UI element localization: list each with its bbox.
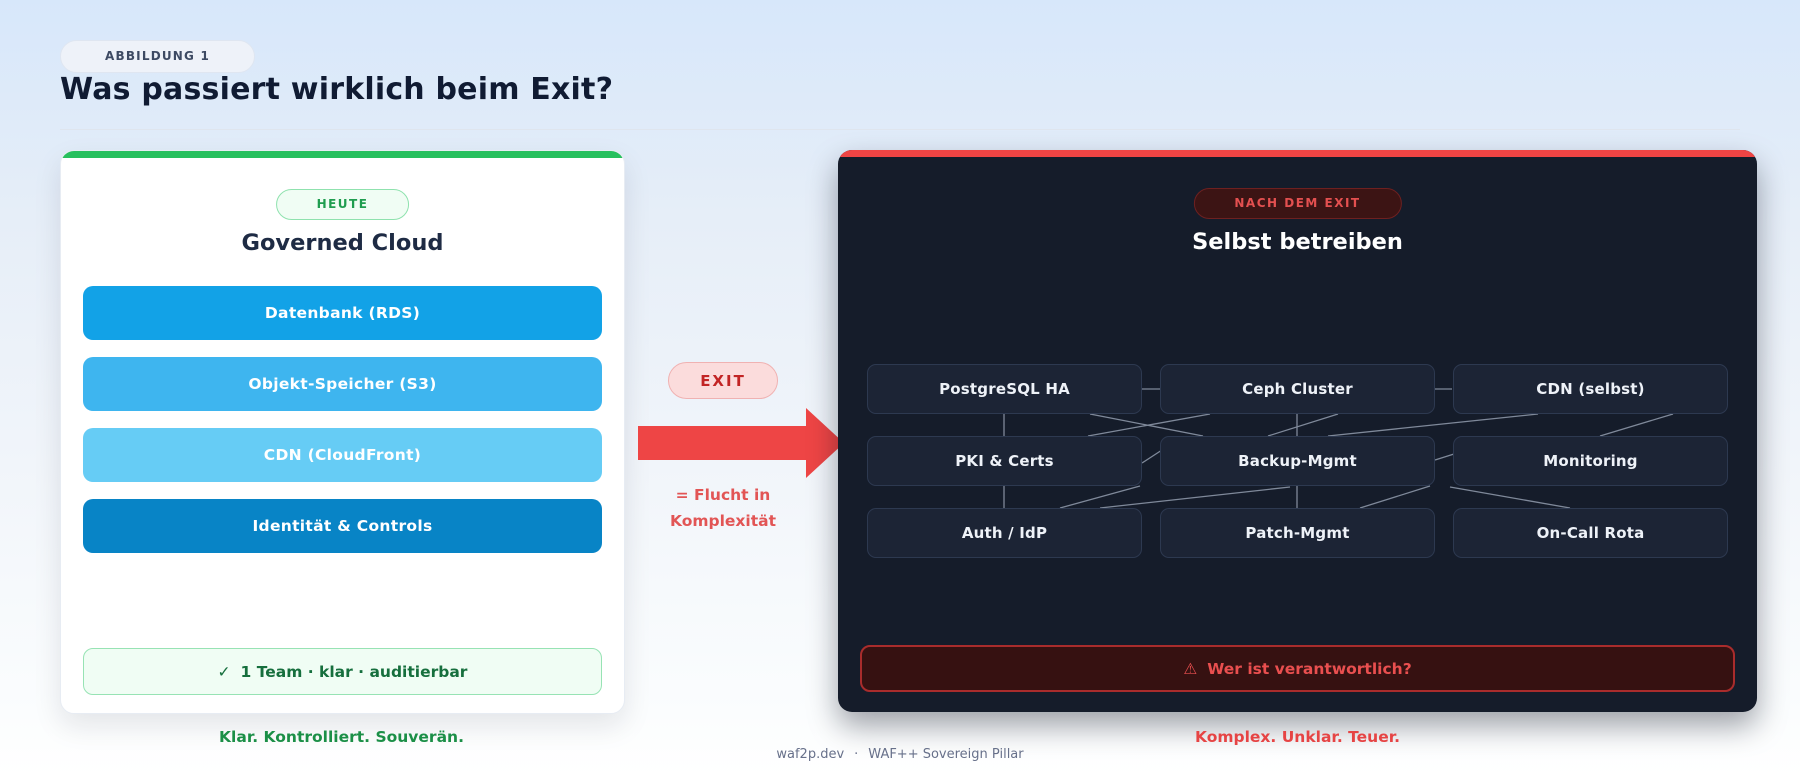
responsibility-warning-text: Wer ist verantwortlich? [1207, 659, 1412, 678]
warning-icon: ⚠ [1183, 659, 1198, 678]
right-caption: Komplex. Unklar. Teuer. [1194, 728, 1401, 746]
service-stack: Datenbank (RDS) Objekt-Speicher (S3) CDN… [83, 286, 602, 553]
component-cdn-selbst: CDN (selbst) [1453, 364, 1728, 414]
component-auth: Auth / IdP [867, 508, 1142, 558]
left-accent-bar [61, 151, 624, 158]
check-icon: ✓ [217, 662, 231, 681]
left-caption: Klar. Kontrolliert. Souverän. [219, 728, 464, 746]
left-panel-title: Governed Cloud [241, 230, 444, 256]
footer-separator: · [854, 747, 859, 762]
service-box-datenbank: Datenbank (RDS) [83, 286, 602, 340]
responsibility-warning-box: ⚠ Wer ist verantwortlich? [860, 645, 1735, 692]
component-monitoring: Monitoring [1453, 436, 1728, 486]
component-ceph: Ceph Cluster [1160, 364, 1435, 414]
transition-caption-line1: = Flucht in [675, 486, 771, 504]
component-backup: Backup-Mgmt [1160, 436, 1435, 486]
exit-badge: EXIT [668, 362, 778, 399]
connector-lines [1003, 388, 1674, 509]
team-summary-box: ✓ 1 Team · klar · auditierbar [83, 648, 602, 695]
team-summary-text: 1 Team · klar · auditierbar [240, 662, 468, 681]
component-patch: Patch-Mgmt [1160, 508, 1435, 558]
footer-product: WAF++ Sovereign Pillar [868, 747, 1024, 762]
footer-site: waf2p.dev [776, 747, 845, 762]
exit-arrow-shaft [638, 426, 808, 460]
component-oncall: On-Call Rota [1453, 508, 1728, 558]
transition-caption-line2: Komplexität [669, 512, 777, 530]
component-pki: PKI & Certs [867, 436, 1142, 486]
right-accent-bar [838, 150, 1757, 157]
service-box-identitaet: Identität & Controls [83, 499, 602, 553]
heute-badge: HEUTE [275, 189, 410, 220]
component-grid: PostgreSQL HA Ceph Cluster CDN (selbst) … [867, 364, 1728, 558]
right-panel-title: Selbst betreiben [1192, 229, 1403, 255]
figure-label-badge: ABBILDUNG 1 [60, 40, 256, 73]
self-hosted-panel: NACH DEM EXIT Selbst betreiben PostgreSQ… [838, 150, 1757, 712]
component-postgresql: PostgreSQL HA [867, 364, 1142, 414]
title-divider [60, 129, 1740, 130]
transition-caption: = Flucht in Komplexität [623, 482, 823, 534]
nach-dem-exit-badge: NACH DEM EXIT [1193, 188, 1402, 219]
page-title: Was passiert wirklich beim Exit? [60, 72, 614, 107]
footer: waf2p.dev · WAF++ Sovereign Pillar [0, 747, 1800, 762]
service-box-cdn: CDN (CloudFront) [83, 428, 602, 482]
governed-cloud-panel: HEUTE Governed Cloud Datenbank (RDS) Obj… [60, 150, 625, 714]
exit-arrow-head [806, 408, 844, 478]
service-box-objekt-speicher: Objekt-Speicher (S3) [83, 357, 602, 411]
